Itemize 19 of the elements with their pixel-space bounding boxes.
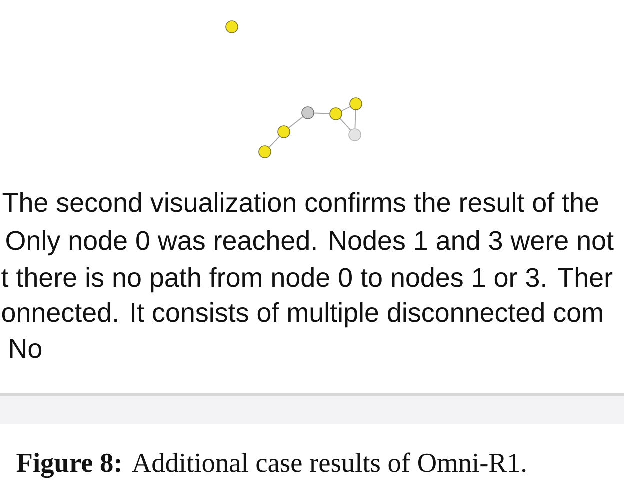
graph-edge xyxy=(341,106,351,112)
node-circle xyxy=(350,98,362,110)
graph-edge xyxy=(340,118,352,131)
node-circle xyxy=(278,126,290,138)
node-circle xyxy=(330,108,342,120)
graph-edge xyxy=(288,116,304,128)
text-line: t there is no path from node 0 to nodes 1 or 3. Ther xyxy=(2,268,613,293)
text-line: No xyxy=(10,339,42,358)
text-line: The second visualization confirms the result of the xyxy=(2,192,598,212)
graph-edge xyxy=(314,112,330,114)
node-circle xyxy=(348,128,362,142)
node-circle xyxy=(226,20,238,34)
text-line: onnected. It consists of multiple disconnected com xyxy=(2,302,602,328)
graph-edge xyxy=(268,136,280,148)
node-circle xyxy=(302,106,314,120)
figure-caption: Figure 8: Additional case results of Omni-R1. xyxy=(16,452,526,478)
graph-edge xyxy=(354,110,356,130)
node-circle xyxy=(258,146,272,158)
text-line: Only node 0 was reached. Nodes 1 and 3 were not xyxy=(6,230,614,256)
